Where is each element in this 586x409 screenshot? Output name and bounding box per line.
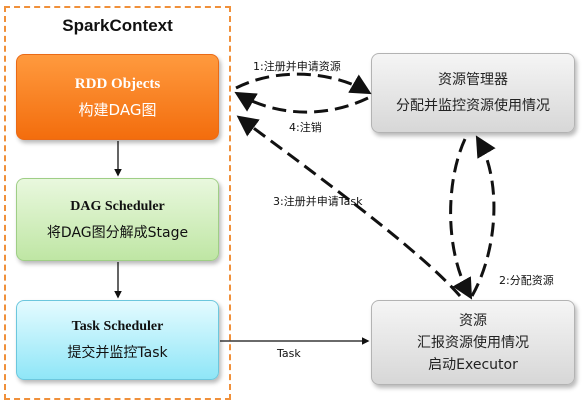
dag-scheduler-desc: 将DAG图分解成Stage	[46, 224, 189, 241]
resource-title: 资源	[459, 312, 487, 329]
allocate-resource-arrow-return	[470, 135, 496, 297]
task-scheduler-desc: 提交并监控Task	[67, 345, 168, 361]
task-scheduler-title: Task Scheduler	[71, 319, 164, 334]
allocate-resource-arrow	[449, 138, 473, 300]
spark-context-title: SparkContext	[62, 16, 173, 35]
dag-scheduler-title: DAG Scheduler	[70, 198, 165, 214]
resource-manager-desc: 分配并监控资源使用情况	[396, 98, 550, 114]
register-resource-arrow	[235, 72, 372, 95]
task-label: Task	[277, 347, 301, 360]
unregister-label: 4:注销	[289, 121, 322, 134]
resource-desc: 汇报资源使用情况	[417, 334, 529, 351]
resource-manager-node: 资源管理器 分配并监控资源使用情况	[371, 53, 575, 133]
dag-scheduler-node: DAG Scheduler 将DAG图分解成Stage	[16, 178, 219, 261]
allocate-resource-label: 2:分配资源	[499, 274, 554, 287]
resource-manager-title: 资源管理器	[438, 72, 508, 88]
rdd-objects-node: RDD Objects 构建DAG图	[16, 54, 219, 140]
unregister-arrow	[234, 91, 369, 114]
task-scheduler-node: Task Scheduler 提交并监控Task	[16, 300, 219, 380]
resource-executor: 启动Executor	[428, 356, 518, 373]
rdd-objects-desc: 构建DAG图	[78, 101, 157, 119]
register-task-label: 3:注册并申请Task	[273, 195, 363, 208]
register-resource-label: 1:注册并申请资源	[253, 60, 341, 73]
spark-context-container: SparkContext	[4, 6, 231, 400]
register-task-arrow	[236, 115, 462, 297]
rdd-objects-title: RDD Objects	[74, 76, 161, 92]
resource-node: 资源 汇报资源使用情况 启动Executor	[371, 300, 575, 385]
